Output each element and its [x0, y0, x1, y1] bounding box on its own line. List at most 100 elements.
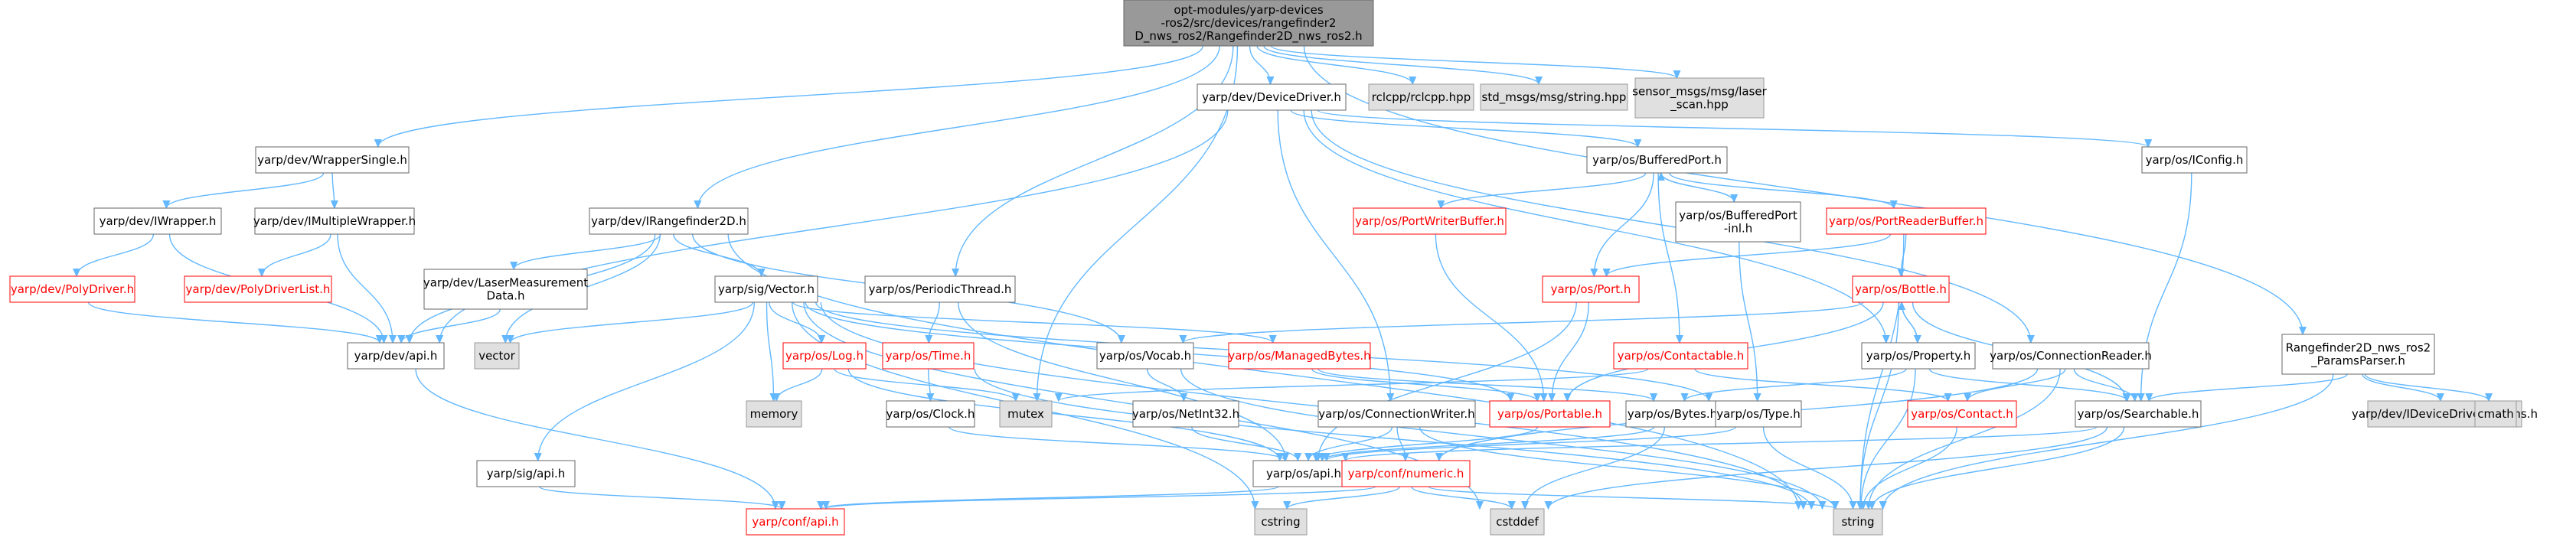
node-confapi-box: [746, 508, 845, 536]
node-wrappersingle[interactable]: yarp/dev/WrapperSingle.h: [255, 146, 410, 174]
edge-periodicthread-to-osapi: [958, 301, 1286, 461]
node-cstddef: cstddef: [1490, 508, 1545, 536]
edge-root-to-sensormsgs: [1270, 45, 1677, 78]
node-searchable[interactable]: yarp/os/Searchable.h: [2075, 400, 2202, 428]
node-mutex-label-line-0: mutex: [1007, 407, 1044, 421]
node-osportable-box: [1489, 400, 1611, 428]
nodes-layer: opt-modules/yarp-devices-ros2/src/device…: [9, 0, 2538, 536]
node-periodicthread-label-line-0: yarp/os/PeriodicThread.h: [869, 282, 1012, 296]
node-osportable[interactable]: yarp/os/Portable.h: [1489, 400, 1611, 428]
node-sigvector-label-line-0: yarp/sig/Vector.h: [718, 282, 815, 296]
edge-ostime-to-string: [974, 368, 1811, 509]
node-confnumeric[interactable]: yarp/conf/numeric.h: [1341, 460, 1471, 487]
node-osapi-label-line-0: yarp/os/api.h: [1266, 467, 1341, 480]
node-osapi[interactable]: yarp/os/api.h: [1252, 460, 1355, 487]
edge-connectionwriter-to-confnumeric: [1396, 426, 1406, 461]
node-oslog[interactable]: yarp/os/Log.h: [782, 342, 867, 370]
node-osbottle-label-line-0: yarp/os/Bottle.h: [1855, 282, 1947, 296]
edge-bufferedport-to-osport: [1594, 172, 1654, 276]
node-ostime-label-line-0: yarp/os/Time.h: [886, 349, 971, 363]
node-polydriverlist[interactable]: yarp/dev/PolyDriverList.h: [184, 275, 332, 303]
node-bufferedportinl[interactable]: yarp/os/BufferedPort-inl.h: [1675, 201, 1801, 243]
edge-root-to-rclcpp: [1256, 45, 1412, 84]
node-portwriterbuffer[interactable]: yarp/os/PortWriterBuffer.h: [1353, 207, 1507, 235]
edge-wrappersingle-to-imultiplewrapper: [332, 172, 335, 208]
node-oscontact[interactable]: yarp/os/Contact.h: [1907, 400, 2017, 428]
node-osnetint32[interactable]: yarp/os/NetInt32.h: [1132, 400, 1239, 428]
node-connectionwriter-label-line-0: yarp/os/ConnectionWriter.h: [1318, 407, 1474, 421]
node-lasermeasurement-label-line-1: Data.h: [486, 289, 524, 303]
node-paramsparser-box: [2281, 334, 2435, 375]
edge-bufferedport-to-portreaderbuffer: [1669, 172, 1894, 208]
node-osport[interactable]: yarp/os/Port.h: [1542, 275, 1640, 303]
node-cstring-label-line-0: cstring: [1261, 515, 1300, 529]
edge-bufferedportinl-to-bufferedport: [1661, 173, 1735, 203]
node-periodicthread-box: [864, 275, 1016, 303]
node-bufferedport[interactable]: yarp/os/BufferedPort.h: [1586, 146, 1728, 174]
node-portreaderbuffer[interactable]: yarp/os/PortReaderBuffer.h: [1826, 207, 1987, 235]
node-contactable[interactable]: yarp/os/Contactable.h: [1613, 342, 1748, 370]
node-sigapi[interactable]: yarp/sig/api.h: [476, 460, 576, 487]
node-root[interactable]: opt-modules/yarp-devices-ros2/src/device…: [1123, 0, 1374, 47]
edge-root-to-stdmsgs: [1263, 45, 1539, 84]
node-ostype[interactable]: yarp/os/Type.h: [1715, 400, 1802, 428]
node-iconfig[interactable]: yarp/os/IConfig.h: [2141, 146, 2248, 174]
node-lasermeasurement-box: [423, 269, 588, 310]
edge-confnumeric-to-cstring: [1287, 486, 1401, 509]
node-portwriterbuffer-label-line-0: yarp/os/PortWriterBuffer.h: [1355, 214, 1504, 228]
node-cstring-box: [1254, 508, 1308, 536]
node-confapi[interactable]: yarp/conf/api.h: [746, 508, 845, 536]
node-searchable-label-line-0: yarp/os/Searchable.h: [2078, 407, 2199, 421]
edge-devicedriver-to-connectionreader: [1311, 109, 2031, 343]
node-memory: memory: [746, 400, 802, 428]
node-osbottle[interactable]: yarp/os/Bottle.h: [1852, 275, 1950, 303]
node-paramsparser[interactable]: Rangefinder2D_nws_ros2_ParamsParser.h: [2281, 334, 2435, 375]
node-devapi[interactable]: yarp/dev/api.h: [347, 342, 445, 370]
edge-bufferedport-to-contactable: [1657, 172, 1680, 343]
edge-osclock-to-osapi: [948, 426, 1285, 461]
edge-sigvector-to-oslog: [769, 301, 821, 343]
node-contactable-label-line-0: yarp/os/Contactable.h: [1618, 349, 1745, 363]
node-osclock[interactable]: yarp/os/Clock.h: [886, 400, 975, 428]
node-vector_std-label-line-0: vector: [478, 349, 515, 363]
node-paramsparser-label-line-0: Rangefinder2D_nws_ros2: [2286, 341, 2431, 356]
edge-imultiplewrapper-to-polydriverlist: [262, 233, 331, 276]
node-osmanagedbytes[interactable]: yarp/os/ManagedBytes.h: [1228, 342, 1371, 370]
node-osbytes[interactable]: yarp/os/Bytes.h: [1625, 400, 1719, 428]
node-sigvector[interactable]: yarp/sig/Vector.h: [714, 275, 818, 303]
edge-connectionreader-to-oscontact: [1967, 368, 2066, 401]
node-cmath-label-line-0: cmath: [2477, 407, 2513, 421]
node-portreaderbuffer-label-line-0: yarp/os/PortReaderBuffer.h: [1829, 214, 1983, 228]
node-oscontact-box: [1907, 400, 2017, 428]
edge-ostime-to-osclock: [929, 368, 931, 401]
node-mutex: mutex: [999, 400, 1053, 428]
node-connectionwriter[interactable]: yarp/os/ConnectionWriter.h: [1317, 400, 1476, 428]
node-memory-label-line-0: memory: [750, 407, 798, 421]
node-cmath: cmath: [2474, 400, 2517, 428]
node-imultiplewrapper[interactable]: yarp/dev/IMultipleWrapper.h: [253, 207, 416, 235]
node-irangefinder2d-box: [589, 207, 749, 235]
node-ostime[interactable]: yarp/os/Time.h: [882, 342, 975, 370]
edge-osnetint32-to-osapi: [1191, 426, 1298, 461]
node-devicedriver-label-line-0: yarp/dev/DeviceDriver.h: [1202, 90, 1341, 104]
node-sensormsgs: sensor_msgs/msg/laser_scan.hpp: [1632, 77, 1768, 119]
node-osvocab[interactable]: yarp/os/Vocab.h: [1096, 342, 1194, 370]
node-connectionreader-box: [1992, 342, 2150, 370]
node-devicedriver[interactable]: yarp/dev/DeviceDriver.h: [1197, 83, 1347, 111]
node-irangefinder2d[interactable]: yarp/dev/IRangefinder2D.h: [589, 207, 749, 235]
node-osproperty[interactable]: yarp/os/Property.h: [1861, 342, 1976, 370]
edge-osproperty-to-searchable: [1928, 368, 2127, 401]
node-iwrapper[interactable]: yarp/dev/IWrapper.h: [93, 207, 222, 235]
node-polydriver[interactable]: yarp/dev/PolyDriver.h: [9, 275, 135, 303]
node-irangefinder2d-label-line-0: yarp/dev/IRangefinder2D.h: [591, 214, 746, 228]
edge-portwriterbuffer-to-osportable: [1435, 233, 1543, 401]
node-root-label-line-2: D_nws_ros2/Rangefinder2D_nws_ros2.h: [1135, 29, 1362, 44]
node-connectionreader[interactable]: yarp/os/ConnectionReader.h: [1990, 342, 2152, 370]
edge-confnumeric-to-string: [1428, 486, 1835, 509]
node-periodicthread[interactable]: yarp/os/PeriodicThread.h: [864, 275, 1016, 303]
node-bufferedport-label-line-0: yarp/os/BufferedPort.h: [1592, 153, 1722, 167]
edge-paramsparser-to-string: [1883, 373, 2334, 509]
edge-osvocab-to-osnetint32: [1146, 368, 1184, 401]
